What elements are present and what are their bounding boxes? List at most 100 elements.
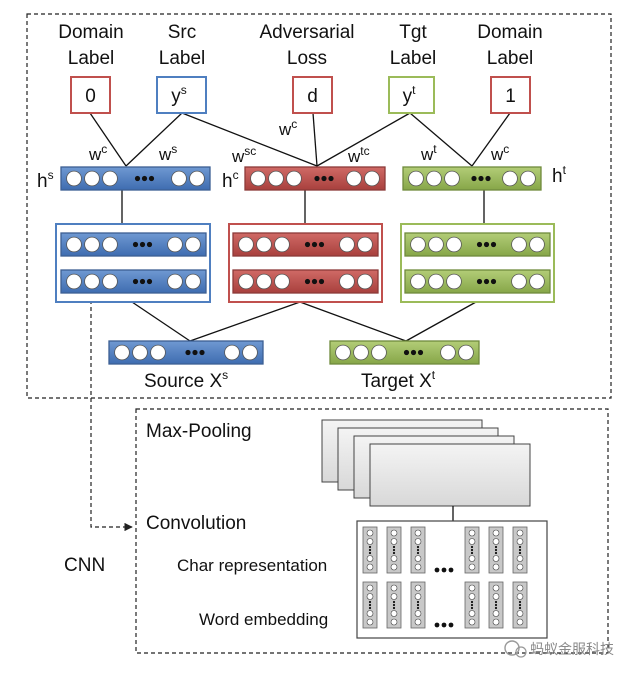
char-unit xyxy=(516,563,524,571)
neuron xyxy=(426,170,442,187)
ellipsis-dot xyxy=(494,548,498,552)
convolution-label: Convolution xyxy=(146,513,246,534)
hidden-label-hs: hs xyxy=(37,168,54,192)
hidden-label-hc: hc xyxy=(222,168,239,192)
label-domain-left-line2: Label xyxy=(68,48,115,69)
ellipsis-dot xyxy=(392,603,396,607)
ellipsis-dot xyxy=(311,241,318,248)
neuron xyxy=(357,273,373,290)
neuron xyxy=(238,236,254,253)
char-unit xyxy=(516,618,524,626)
char-unit xyxy=(468,584,476,592)
output-value-domain-right: 1 xyxy=(505,86,516,107)
label-src: Src Label xyxy=(159,22,206,69)
char-unit xyxy=(492,593,500,600)
encoder-row-shared-2 xyxy=(232,269,379,294)
neuron xyxy=(446,273,462,290)
ellipsis-dot xyxy=(518,545,522,549)
ellipsis-dot xyxy=(490,241,497,248)
ellipsis-dot xyxy=(518,600,522,604)
label-src-line1: Src xyxy=(168,22,197,43)
neuron-rows xyxy=(60,166,551,365)
conv-columns xyxy=(362,526,528,629)
svg-text:yt: yt xyxy=(403,83,417,107)
ellipsis-dot xyxy=(470,551,474,555)
char-unit xyxy=(516,529,524,537)
char-unit xyxy=(468,610,476,617)
wechat-icon xyxy=(515,646,527,658)
char-unit xyxy=(414,618,422,626)
ellipsis-dot xyxy=(368,600,372,604)
ellipsis-dot xyxy=(318,278,325,285)
label-domain-left-line1: Domain xyxy=(58,22,123,43)
input-row-source xyxy=(108,340,264,365)
neuron xyxy=(66,170,82,187)
encoder-row-target-1 xyxy=(404,232,551,257)
ellipsis-dot xyxy=(304,278,311,285)
neuron xyxy=(167,273,183,290)
svg-text:ys: ys xyxy=(171,83,187,107)
top-model-frame xyxy=(26,13,612,399)
connection-lines xyxy=(89,112,511,342)
neuron xyxy=(268,170,284,187)
neuron xyxy=(511,273,527,290)
char-unit xyxy=(414,538,422,545)
ellipsis-dot xyxy=(470,545,474,549)
char-unit xyxy=(516,584,524,592)
label-adv-line2: Loss xyxy=(287,48,327,69)
neuron xyxy=(511,236,527,253)
char-unit xyxy=(516,593,524,600)
char-unit xyxy=(366,538,374,545)
neuron xyxy=(84,273,100,290)
label-adv: Adversarial Loss xyxy=(259,22,354,69)
input-label-source: Source Xs xyxy=(144,368,228,392)
weight-ws: ws xyxy=(158,142,177,164)
ellipsis-dot xyxy=(470,603,474,607)
ellipsis-dot xyxy=(146,241,153,248)
ellipsis-dot xyxy=(448,622,454,628)
ellipsis-dot xyxy=(494,545,498,549)
ellipsis-dot xyxy=(494,606,498,610)
neuron xyxy=(224,344,240,361)
char-unit xyxy=(492,618,500,626)
ellipsis-dot xyxy=(134,175,141,182)
ellipsis-dot xyxy=(485,175,491,182)
neuron xyxy=(167,236,183,253)
label-tgt: Tgt Label xyxy=(390,22,437,69)
weight-wc-left: wc xyxy=(88,142,107,164)
ellipsis-dot xyxy=(416,600,420,604)
ellipsis-dot xyxy=(368,603,372,607)
ellipsis-dot xyxy=(321,175,327,182)
input-row-target xyxy=(329,340,480,365)
watermark-text: 蚂蚁金服科技 xyxy=(530,642,614,658)
ellipsis-dot xyxy=(518,606,522,610)
char-unit xyxy=(366,529,374,537)
char-unit xyxy=(390,618,398,626)
output-box-tgt xyxy=(388,76,435,114)
column-ellipsis xyxy=(434,622,454,628)
hidden-row-target xyxy=(402,166,542,191)
ellipsis-dot xyxy=(139,278,146,285)
output-value-src: y xyxy=(171,86,181,107)
hidden-label-ht: ht xyxy=(552,163,567,187)
neuron xyxy=(357,236,373,253)
char-unit xyxy=(492,610,500,617)
ellipsis-dot xyxy=(146,278,153,285)
label-tgt-line1: Tgt xyxy=(399,22,427,43)
neuron xyxy=(102,273,118,290)
char-unit xyxy=(516,555,524,562)
neuron xyxy=(339,236,355,253)
neuron xyxy=(189,170,205,187)
neuron xyxy=(444,170,460,187)
hidden-row-shared xyxy=(244,166,386,191)
ellipsis-dot xyxy=(490,278,497,285)
neuron xyxy=(114,344,130,361)
neuron xyxy=(446,236,462,253)
weight-wc-right: wc xyxy=(490,142,509,164)
char-unit xyxy=(414,584,422,592)
feature-map xyxy=(369,443,531,507)
neuron xyxy=(250,170,266,187)
ellipsis-dot xyxy=(368,548,372,552)
ellipsis-dot xyxy=(392,545,396,549)
